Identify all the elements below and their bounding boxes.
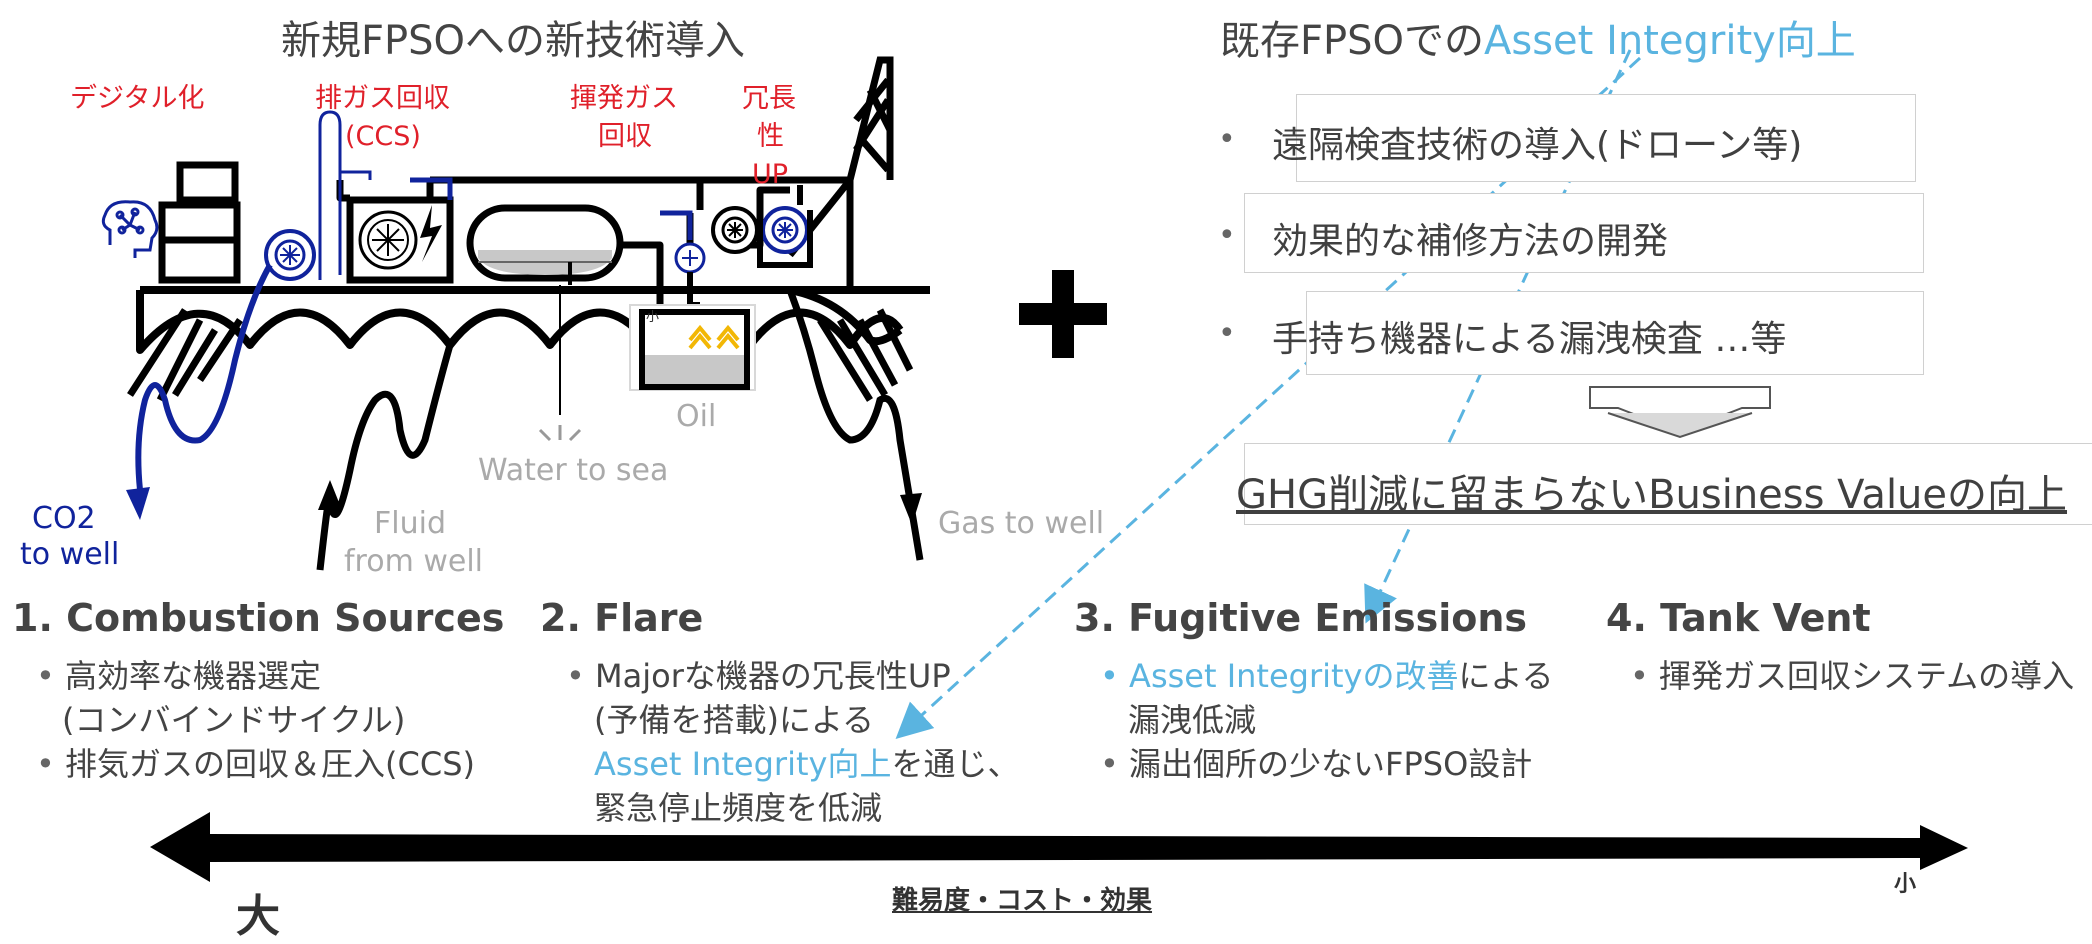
item-line: 高効率な機器選定 (65, 657, 322, 695)
label-water-to-sea: Water to sea (478, 453, 669, 488)
item-line: を通じ、 (891, 745, 1020, 783)
bullet: • (1630, 657, 1649, 695)
bullet: • (1100, 657, 1119, 695)
label-small-mark-1: 小 (646, 310, 660, 325)
exhaust-stack (318, 110, 372, 280)
mooring-right (817, 308, 914, 402)
label-redundancy-3: UP (752, 159, 789, 190)
label-digital: デジタル化 (70, 83, 205, 114)
bullet: • (1100, 745, 1119, 783)
item-highlight: Asset Integrity向上 (594, 745, 892, 783)
brain-icon (101, 200, 159, 258)
bullet: • (566, 657, 585, 695)
scale-arrow (150, 812, 1968, 882)
label-gas-to-well: Gas to well (938, 506, 1105, 541)
label-fluid-2: from well (344, 544, 484, 579)
mooring-left (127, 308, 243, 402)
oil-tank (629, 304, 756, 391)
item-box-3 (1306, 291, 1924, 375)
ship-hull (136, 286, 930, 354)
bullet: • (36, 745, 55, 783)
right-title-prefix: 既存FPSOでの (1220, 18, 1485, 64)
category-3-item-2: • 漏出個所の少ないFPSO設計 (1100, 742, 1532, 786)
flame-icon (688, 324, 712, 350)
down-arrow-icon (1589, 386, 1771, 439)
value-statement: GHG削減に留まらないBusiness Valueの向上 (1236, 472, 2068, 518)
generator-fan-icon (358, 210, 418, 270)
category-1-item-2: • 排気ガスの回収＆圧入(CCS) (36, 742, 475, 786)
item-highlight: Asset Integrityの改善 (1129, 657, 1459, 695)
category-3-item-1: • Asset Integrityの改善による (1100, 654, 1554, 698)
label-fluid-1: Fluid (374, 506, 446, 541)
right-item-text: 効果的な補修方法の開発 (1272, 221, 1669, 262)
fan-icon-small (674, 242, 706, 274)
water-line (538, 285, 582, 442)
category-2-item-1-line-4: 緊急停止頻度を低減 (594, 789, 883, 827)
right-title-highlight: Asset Integrity向上 (1484, 18, 1856, 64)
category-2-item-1-line-3: Asset Integrity向上を通じ、 (594, 742, 1019, 786)
category-title-combustion: 1. Combustion Sources (12, 596, 505, 640)
right-item-bullet: • (1218, 122, 1236, 157)
gas-to-well-line (786, 288, 924, 561)
value-box (1244, 443, 2092, 525)
right-item-text: 手持ち機器による漏洩検査 …等 (1272, 319, 1787, 360)
item-line: 漏出個所の少ないFPSO設計 (1129, 745, 1533, 783)
scale-center-label: 難易度・コスト・効果 (892, 886, 1153, 916)
scale-right-label: 小 (1894, 872, 1917, 897)
label-exhaust-2: (CCS) (345, 121, 421, 152)
accommodation-block (158, 161, 241, 284)
category-1-item-1: • 高効率な機器選定 (36, 654, 321, 698)
derrick (787, 56, 894, 290)
navy-pipe-1 (410, 177, 453, 200)
category-3-item-1-line-2: 漏洩低減 (1128, 701, 1257, 739)
fluid-from-well-line (316, 344, 454, 571)
category-2-item-1-line-2: (予備を搭載)による (594, 701, 875, 739)
co2-to-well-line (126, 263, 273, 520)
label-volatile-2: 回収 (598, 121, 652, 152)
label-redundancy-2: 性 (757, 121, 784, 152)
item-line: 揮発ガス回収システムの導入 (1659, 657, 2075, 695)
label-co2-2: to well (20, 537, 120, 572)
item-line: Majorな機器の冗長性UP (595, 657, 951, 695)
scale-left-label: 大 (236, 891, 280, 942)
lightning-icon (420, 205, 442, 262)
fan-icon-left (264, 229, 316, 281)
right-item-bullet: • (1218, 218, 1236, 253)
category-4-item-1: • 揮発ガス回収システムの導入 (1630, 654, 2074, 698)
bullet: • (36, 657, 55, 695)
label-redundancy-1: 冗長 (742, 83, 796, 114)
item-line: 排気ガスの回収＆圧入(CCS) (65, 745, 476, 783)
navy-pipe-2 (660, 210, 693, 240)
item-box-2 (1244, 193, 1924, 273)
category-2-item-1: • Majorな機器の冗長性UP (566, 654, 951, 698)
category-title-tank-vent: 4. Tank Vent (1606, 596, 1871, 640)
label-co2-1: CO2 (32, 501, 96, 536)
redundancy-fans (711, 185, 813, 268)
plus-icon (1019, 270, 1107, 358)
left-title: 新規FPSOへの新技術導入 (281, 18, 746, 64)
item-box-1 (1296, 94, 1916, 182)
separator-tank (466, 204, 624, 285)
category-1-item-1-line-2: (コンバインドサイクル) (62, 701, 406, 739)
label-volatile-1: 揮発ガス (570, 83, 678, 114)
category-title-flare: 2. Flare (540, 596, 704, 640)
right-item-text: 遠隔検査技術の導入(ドローン等) (1272, 125, 1803, 166)
category-title-fugitive: 3. Fugitive Emissions (1074, 596, 1528, 640)
label-oil: Oil (676, 399, 717, 434)
generator (346, 196, 454, 284)
label-exhaust-1: 排ガス回収 (315, 83, 450, 114)
right-title: 既存FPSOでのAsset Integrity向上 (1220, 8, 1856, 66)
right-item-bullet: • (1218, 316, 1236, 351)
item-line: による (1458, 657, 1554, 695)
